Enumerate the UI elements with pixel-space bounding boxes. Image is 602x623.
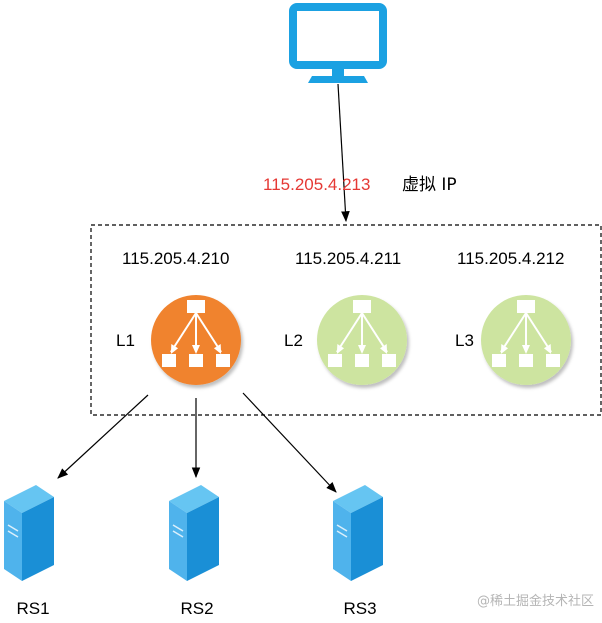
balancer-ip-l1: 115.205.4.210 bbox=[122, 249, 229, 268]
server-label-rs3: RS3 bbox=[343, 599, 376, 618]
l1-to-rs1-connector bbox=[57, 394, 149, 479]
virtual-ip-label: 虚拟 IP bbox=[402, 175, 457, 195]
monitor-screen bbox=[289, 3, 387, 69]
server-side-face bbox=[351, 497, 383, 581]
balancer-l3-node bbox=[481, 295, 571, 385]
server-label-rs2: RS2 bbox=[180, 599, 213, 618]
server-top-face bbox=[4, 485, 54, 513]
server-front-face bbox=[333, 501, 351, 581]
server-rs2-icon bbox=[169, 485, 219, 581]
balancer-ip-l2: 115.205.4.211 bbox=[295, 249, 401, 268]
server-front-face bbox=[169, 501, 187, 581]
server-side-face bbox=[22, 497, 54, 581]
load-balancer-cluster-box bbox=[90, 224, 602, 416]
balancer-l2-node bbox=[317, 295, 407, 385]
monitor-neck bbox=[332, 68, 344, 76]
server-top-face bbox=[333, 485, 383, 513]
balancer-name-l3: L3 bbox=[455, 331, 474, 350]
server-top-face bbox=[169, 485, 219, 513]
balancer-l1-node bbox=[151, 295, 241, 385]
server-rs3-icon bbox=[333, 485, 383, 581]
load-balancer-icon bbox=[492, 300, 560, 367]
server-side-face bbox=[187, 497, 219, 581]
server-front-face bbox=[4, 501, 22, 581]
client-to-cluster-connector bbox=[337, 83, 350, 223]
balancer-name-l2: L2 bbox=[284, 331, 303, 350]
balancer-name-l1: L1 bbox=[116, 331, 135, 350]
virtual-ip-address: 115.205.4.213 bbox=[263, 175, 370, 194]
load-balancer-icon bbox=[328, 300, 396, 367]
balancer-ip-l3: 115.205.4.212 bbox=[457, 249, 564, 268]
watermark: @稀土掘金技术社区 bbox=[477, 593, 594, 609]
server-label-rs1: RS1 bbox=[16, 599, 49, 618]
client-monitor-icon bbox=[289, 3, 387, 83]
load-balancer-icon bbox=[162, 300, 230, 367]
monitor-stand bbox=[308, 76, 368, 83]
server-rs1-icon bbox=[4, 485, 54, 581]
l1-to-rs3-connector bbox=[242, 392, 337, 493]
